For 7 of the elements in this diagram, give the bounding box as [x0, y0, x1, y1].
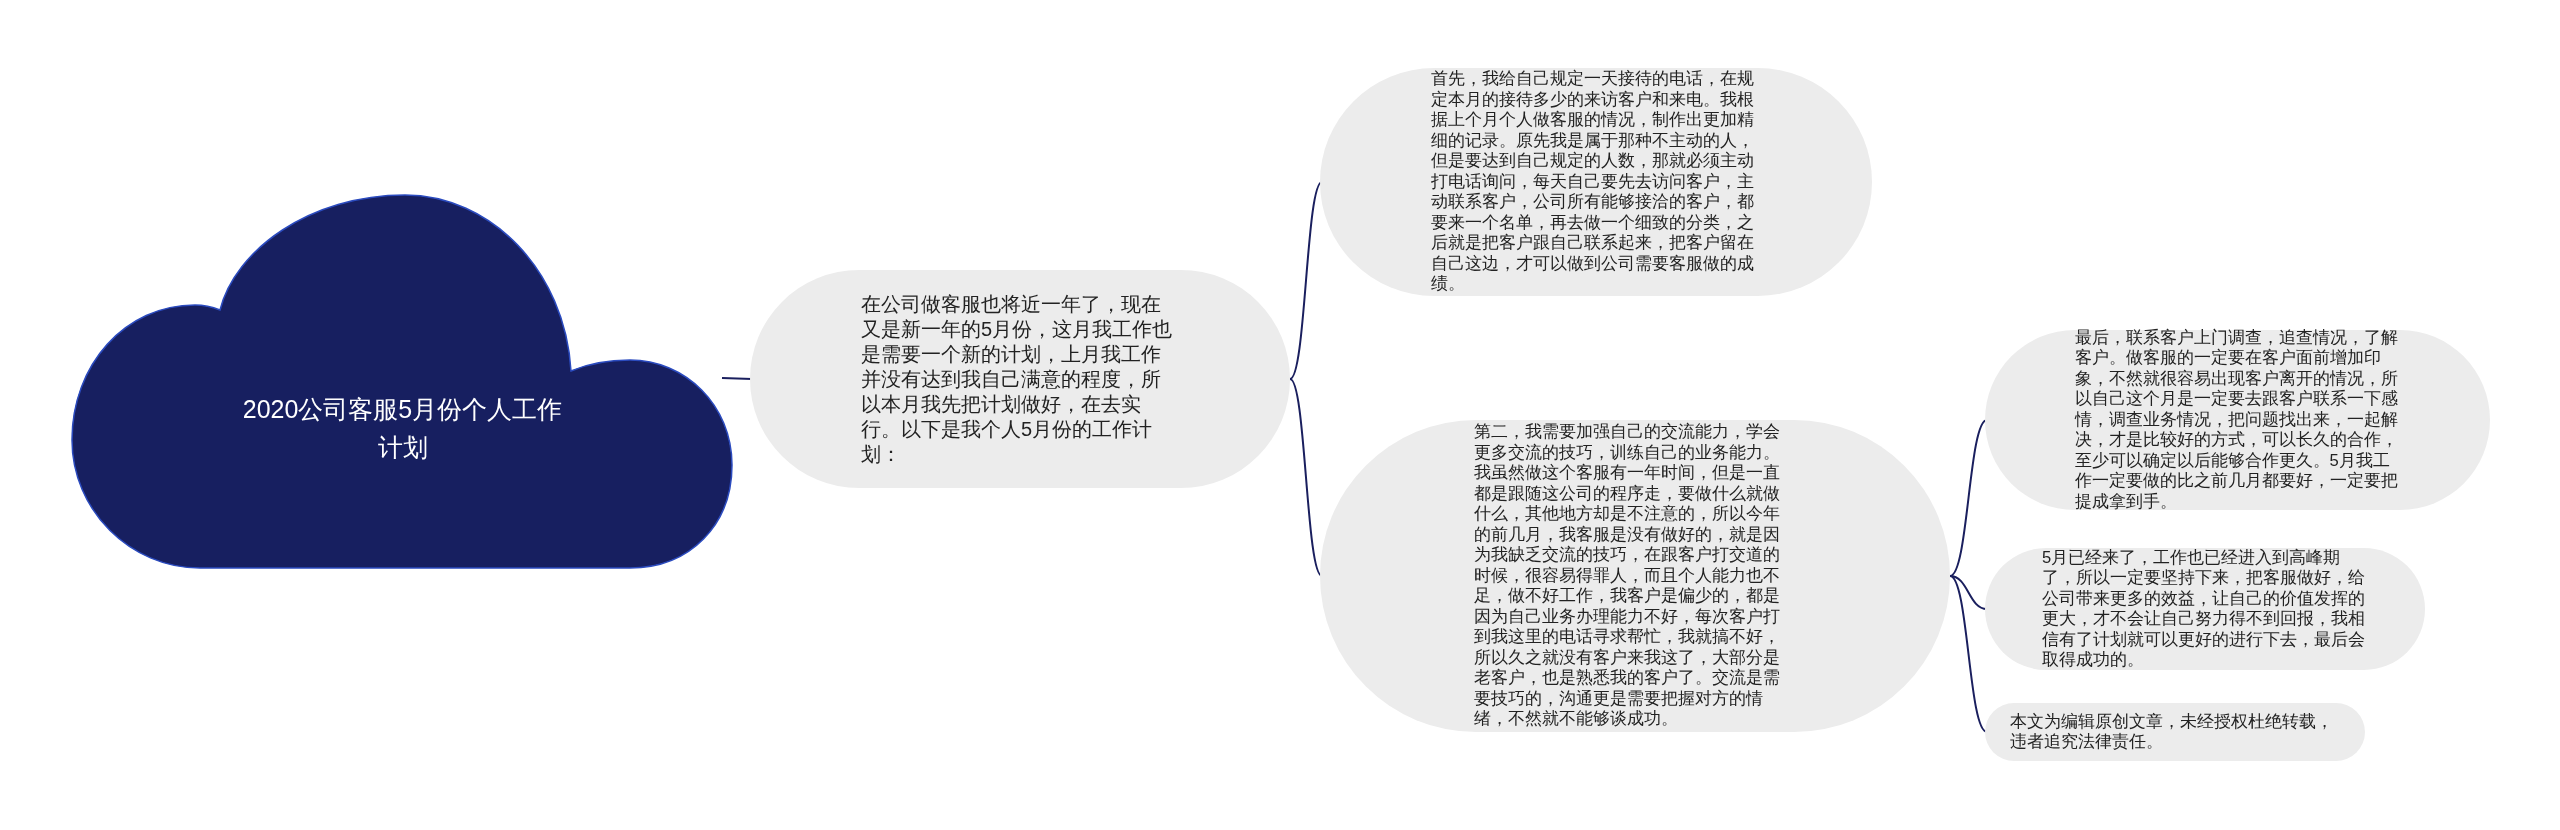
paragraph: 首先，我给自己规定一天接待的电话，在规定本月的接待多少的来访客户和来电。我根据上个月个人做客服的情况，制作出更加精细的记录。原先我是属于那种不主动的人，但是要达到自己规定的人数，那就必须主动打电话询问，每天自己要先去访问客户，主动联系客户，公司所有能够接洽的客户，都要来一个名单，再去做一个细致的分类，之后就是把客户跟自己联系起来，把客户留在自己这边，才可以做到公司需要客服做的成绩。 — [1431, 69, 1755, 295]
paragraph: 5月已经来了，工作也已经进入到高峰期了，所以一定要坚持下来，把客服做好，给公司带来更多的效益，让自己的价值发挥的更大，才不会让自己努力得不到回报，我相信有了计划就可以更好的进行下去，最后会取得成功的。 — [2042, 547, 2366, 671]
paragraph: 本文为编辑原创文章，未经授权杜绝转载，违者追究法律责任。 — [2010, 711, 2334, 753]
paragraph: 第二，我需要加强自己的交流能力，学会更多交流的技巧，训练自己的业务能力。我虽然做这个客服有一年时间，但是一直都是跟随这公司的程序走，要做什么就做什么，其他地方却是不注意的，所以今年的前几月，我客服是没有做好的，就是因为我缺乏交流的技巧，在跟客户打交道的时候，很容易得罪人，而且个人能力也不足，做不好工作，我客户是偏少的，都是因为自己业务办理能力不好，每次客户打到我这里的电话寻求帮忙，我就搞不好，所以久之就没有客户来我这了，大部分是老客户，也是熟悉我的客户了。交流是需要技巧的，沟通更是需要把握对方的情绪，不然就不能够谈成功。 — [1474, 422, 1781, 730]
paragraph: 在公司做客服也将近一年了，现在又是新一年的5月份，这月我工作也是需要一个新的计划，上月我工作并没有达到我自己满意的程度，所以本月我先把计划做好，在去实行。以下是我个人5月份的工作计划： — [861, 291, 1174, 467]
paragraph: 最后，联系客户上门调查，追查情况，了解客户。做客服的一定要在客户面前增加印象，不然就很容易出现客户离开的情况，所以自己这个月是一定要去跟客户联系一下感情，调查业务情况，把问题找出来，一起解决，才是比较好的方式，可以长久的合作，至少可以确定以后能够合作更久。5月我工作一定要做的比之前几月都要好，一定要把提成拿到手。 — [2074, 327, 2399, 513]
title-text: 2020公司客服5月份个人工作计划 — [242, 393, 563, 463]
